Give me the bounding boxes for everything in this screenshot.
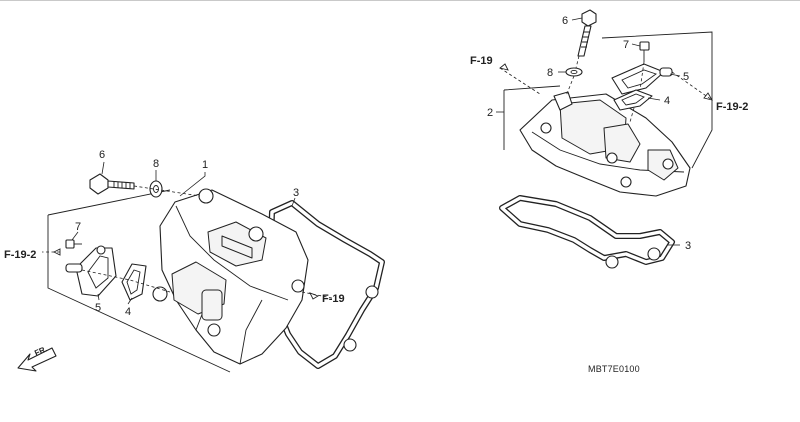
right-washer-8 xyxy=(565,67,583,77)
left-bolt-6 xyxy=(89,173,135,195)
callout-right-2: 2 xyxy=(487,107,493,119)
callout-left-3: 3 xyxy=(293,187,299,199)
callout-right-6: 6 xyxy=(562,15,568,27)
callout-left-4: 4 xyxy=(125,306,131,318)
left-bolt-7 xyxy=(65,239,82,249)
left-breather-gasket xyxy=(121,263,147,301)
left-breather-plate xyxy=(65,245,117,297)
right-assembly xyxy=(496,9,713,269)
top-border xyxy=(0,0,800,1)
callout-left-7: 7 xyxy=(75,221,81,233)
callout-right-4: 4 xyxy=(664,95,670,107)
callout-right-7: 7 xyxy=(623,39,629,51)
callout-left-8: 8 xyxy=(153,158,159,170)
left-assembly-outline xyxy=(47,189,231,373)
right-bolt-6 xyxy=(577,9,597,57)
right-breather-plate xyxy=(611,63,673,95)
right-assembly-outline xyxy=(503,31,713,169)
ref-right-f19-2: F-19-2 xyxy=(716,101,748,113)
callout-right-3: 3 xyxy=(685,240,691,252)
ref-left-f19: F-19 xyxy=(322,293,345,305)
drawing-code: MBT7E0100 xyxy=(588,364,640,374)
right-cylinder-head-cover xyxy=(519,91,691,197)
callout-left-6: 6 xyxy=(99,149,105,161)
callout-left-5: 5 xyxy=(95,302,101,314)
ref-right-f19: F-19 xyxy=(470,55,493,67)
callout-left-1: 1 xyxy=(202,159,208,171)
labels: 1 3 4 5 6 7 8 F-19-2 F-19 FR. 2 3 4 5 6 … xyxy=(4,15,748,374)
front-direction-arrow xyxy=(17,347,57,372)
left-assembly xyxy=(17,161,385,373)
right-bolt-7 xyxy=(639,41,650,62)
ref-left-f19-2: F-19-2 xyxy=(4,249,36,261)
right-breather-gasket xyxy=(613,89,653,111)
callout-right-5: 5 xyxy=(683,71,689,83)
callout-right-8: 8 xyxy=(547,67,553,79)
left-cylinder-head-cover xyxy=(152,188,309,365)
right-head-cover-gasket xyxy=(499,195,675,269)
